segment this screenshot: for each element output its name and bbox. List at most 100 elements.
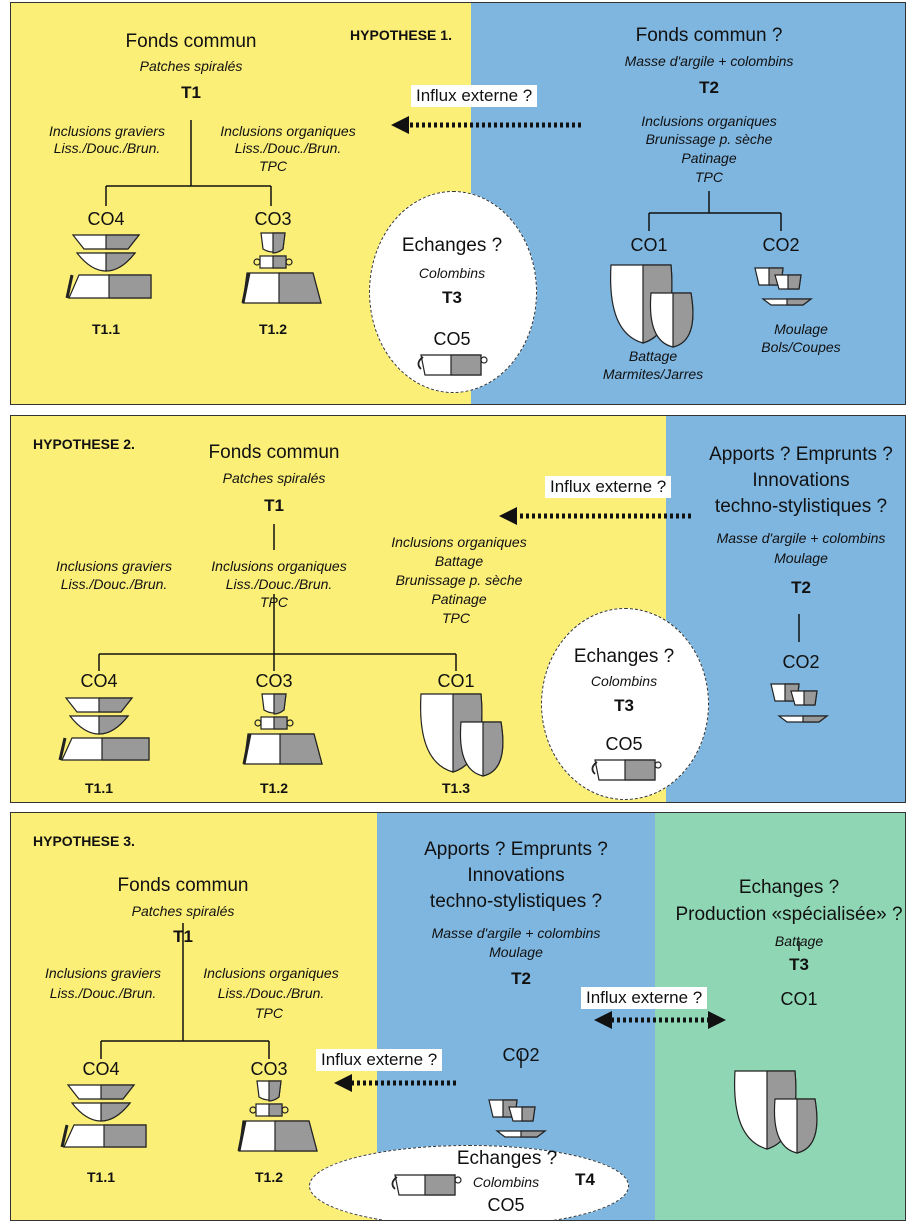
t3-label: T3 [789, 955, 809, 974]
t2-label: T2 [699, 78, 719, 97]
t2-title-line2: Innovations [467, 865, 565, 886]
branch-c-line5: TPC [442, 610, 470, 626]
t2-title: Fonds commun ? [635, 25, 783, 46]
t3-label: T3 [614, 696, 634, 715]
co5-label: CO5 [433, 329, 471, 349]
hypothesis-heading: HYPOTHESE 2. [33, 436, 135, 452]
co5-label: CO5 [487, 1195, 525, 1215]
co3-label: CO3 [250, 1059, 288, 1079]
exchange-subtitle: Colombins [418, 265, 486, 281]
co1-vessels [610, 264, 694, 348]
t1-3-label: T1.3 [441, 780, 471, 796]
t4-label: T4 [575, 1170, 595, 1189]
co3-label: CO3 [254, 209, 292, 229]
t2-subtitle-2: Moulage [489, 944, 543, 960]
t2-label: T2 [791, 578, 811, 597]
exchange-subtitle: Colombins [590, 673, 658, 689]
t2-title-line3: techno-stylistiques ? [714, 496, 888, 517]
influx-externe-left-label: Influx externe ? [316, 1049, 443, 1071]
t1-subtitle: Patches spiralés [222, 470, 326, 486]
co4-label: CO4 [80, 671, 118, 691]
t2-subtitle-1: Masse d'argile + colombins [431, 925, 601, 941]
branch-b-line3: TPC [260, 594, 288, 610]
branch-c-line3: Brunissage p. sèche [395, 572, 523, 588]
co1-note-1: Battage [628, 348, 678, 364]
branch-b-line1: Inclusions organiques [220, 123, 356, 139]
hypothesis-2-panel: HYPOTHESE 2. Fonds commun Patches spiral… [10, 415, 906, 803]
t1-2-label: T1.2 [259, 780, 289, 796]
influx-externe-label: Influx externe ? [411, 85, 538, 107]
t2-label: T2 [511, 969, 531, 988]
t1-subtitle: Patches spiralés [131, 903, 235, 919]
co2-vessels [754, 267, 813, 306]
branch-a-line1: Inclusions graviers [49, 123, 165, 139]
hypothesis-heading: HYPOTHESE 1. [350, 27, 452, 43]
t1-title: Fonds commun [208, 442, 340, 463]
t1-subtitle: Patches spiralés [139, 58, 243, 74]
hypothesis-1-panel: HYPOTHESE 1. Fonds commun Patches spiral… [10, 2, 906, 405]
t2-detail-4: TPC [695, 169, 723, 185]
t1-title: Fonds commun [125, 31, 257, 52]
branch-c-line1: Inclusions organiques [391, 534, 527, 550]
co2-note-2: Bols/Coupes [761, 339, 841, 355]
tree-lines [65, 116, 813, 348]
branch-c-line2: Battage [434, 553, 484, 569]
co4-vessels [65, 234, 152, 299]
t2-subtitle-2: Moulage [774, 550, 828, 566]
exchange-title: Echanges ? [573, 646, 675, 667]
t1-2-label: T1.2 [258, 321, 288, 337]
t1-title: Fonds commun [117, 875, 249, 896]
co4-label: CO4 [87, 209, 125, 229]
tree-lines [60, 923, 818, 1154]
t1-1-label: T1.1 [86, 1169, 116, 1185]
zone-t2 [666, 416, 905, 802]
branch-b-line2: Liss./Douc./Brun. [225, 576, 333, 592]
t2-detail-2: Brunissage p. sèche [645, 131, 773, 147]
exchange-subtitle: Colombins [472, 1174, 540, 1190]
co4-label: CO4 [82, 1059, 120, 1079]
co2-label: CO2 [762, 235, 800, 255]
branch-b-line2: Liss./Douc./Brun. [234, 140, 342, 156]
co1-label: CO1 [630, 235, 668, 255]
co3-label: CO3 [255, 671, 293, 691]
t2-subtitle: Masse d'argile + colombins [624, 53, 794, 69]
branch-b-line3: TPC [255, 1005, 283, 1021]
t3-label: T3 [442, 288, 462, 307]
branch-b-line3: TPC [259, 158, 287, 174]
co1-label: CO1 [780, 989, 818, 1009]
t2-title-line2: Innovations [752, 470, 850, 491]
tree-lines [58, 507, 829, 777]
branch-a-line1: Inclusions graviers [56, 558, 172, 574]
t2-detail-1: Inclusions organiques [641, 113, 777, 129]
exchange-ellipse [309, 1145, 629, 1220]
t3-title-line2: Production «spécialisée» ? [675, 904, 903, 925]
co1-note-2: Marmites/Jarres [602, 366, 704, 382]
t3-subtitle: Battage [774, 933, 824, 949]
branch-c-line4: Patinage [431, 591, 487, 607]
t1-1-label: T1.1 [84, 780, 114, 796]
t2-title-line1: Apports ? Emprunts ? [424, 839, 608, 860]
t3-title-line1: Echanges ? [738, 877, 840, 898]
influx-externe-right-label: Influx externe ? [581, 987, 708, 1009]
branch-a-line2: Liss./Douc./Brun. [53, 140, 161, 156]
t1-1-label: T1.1 [91, 321, 121, 337]
exchange-title: Echanges ? [401, 235, 503, 256]
t2-subtitle-1: Masse d'argile + colombins [716, 530, 886, 546]
t1-label: T1 [264, 496, 284, 515]
co2-label: CO2 [782, 652, 820, 672]
hypothesis-3-panel: HYPOTHESE 3. Fonds commun Patches spiral… [10, 812, 906, 1221]
t1-2-label: T1.2 [254, 1169, 284, 1185]
t1-label: T1 [181, 83, 201, 102]
branch-b-line2: Liss./Douc./Brun. [217, 985, 325, 1001]
influx-externe-label: Influx externe ? [545, 476, 672, 498]
t1-label: T1 [173, 927, 193, 946]
hypothesis-heading: HYPOTHESE 3. [33, 833, 135, 849]
t2-title-line1: Apports ? Emprunts ? [709, 444, 893, 465]
zone-t3 [655, 813, 905, 1220]
co2-label: CO2 [502, 1045, 540, 1065]
branch-a-line2: Liss./Douc./Brun. [60, 576, 168, 592]
zone-t1 [11, 813, 377, 1220]
co1-label: CO1 [437, 671, 475, 691]
exchange-title: Echanges ? [456, 1148, 558, 1169]
co3-vessels [241, 232, 322, 304]
